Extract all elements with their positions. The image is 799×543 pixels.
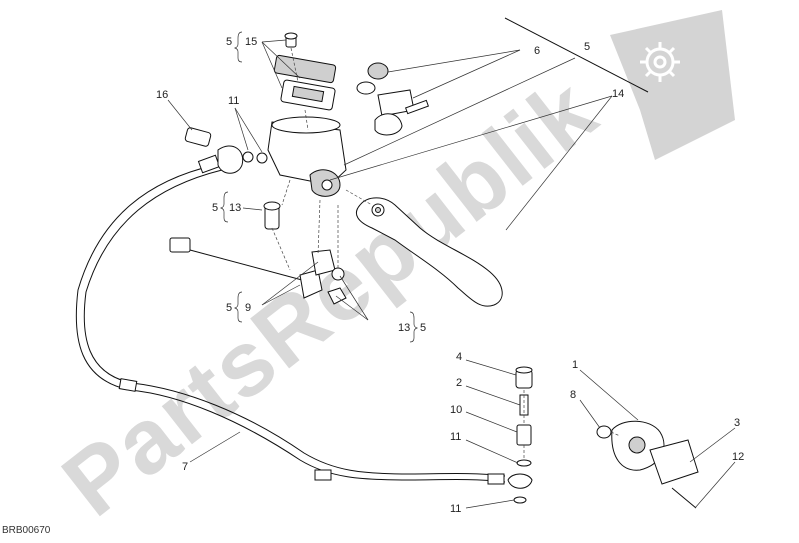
label-16: 16 xyxy=(156,89,168,101)
label-5-bolt: 5 xyxy=(212,202,218,214)
slave-cylinder xyxy=(596,420,699,509)
clutch-lever xyxy=(356,197,503,307)
label-15: 15 xyxy=(245,36,257,48)
label-11-bottom: 11 xyxy=(450,503,461,515)
label-12: 12 xyxy=(732,451,744,463)
callout-labels: 1 2 3 4 5 5 5 5 5 6 7 8 9 10 11 11 11 12… xyxy=(156,36,744,515)
gear-flag-icon xyxy=(610,10,735,160)
master-cylinder xyxy=(184,32,347,197)
leader-lines xyxy=(167,39,736,509)
handlebar-rod xyxy=(504,17,649,93)
label-11-mid: 11 xyxy=(450,431,461,443)
brace-marks xyxy=(219,31,419,343)
label-7: 7 xyxy=(182,461,188,473)
drawing-code: BRB00670 xyxy=(2,525,51,536)
assembly-guides xyxy=(271,47,621,460)
label-13-nut: 13 xyxy=(398,322,410,334)
label-13-bolt: 13 xyxy=(229,202,241,214)
label-5-nut: 5 xyxy=(420,322,426,334)
label-4: 4 xyxy=(456,351,462,363)
clutch-hose xyxy=(75,145,506,485)
label-10: 10 xyxy=(450,404,462,416)
label-1: 1 xyxy=(572,359,578,371)
label-14: 14 xyxy=(612,88,624,100)
label-5-switch: 5 xyxy=(226,302,232,314)
label-5-rod: 5 xyxy=(584,41,590,53)
label-9: 9 xyxy=(245,302,251,314)
label-5-top: 5 xyxy=(226,36,232,48)
label-2: 2 xyxy=(456,377,462,389)
bleed-stack xyxy=(507,366,533,504)
lever-switch xyxy=(169,201,347,305)
label-3: 3 xyxy=(734,417,740,429)
label-11-top: 11 xyxy=(228,95,239,107)
handlebar-clamp xyxy=(356,62,430,136)
label-6: 6 xyxy=(534,45,540,57)
label-8: 8 xyxy=(570,389,576,401)
